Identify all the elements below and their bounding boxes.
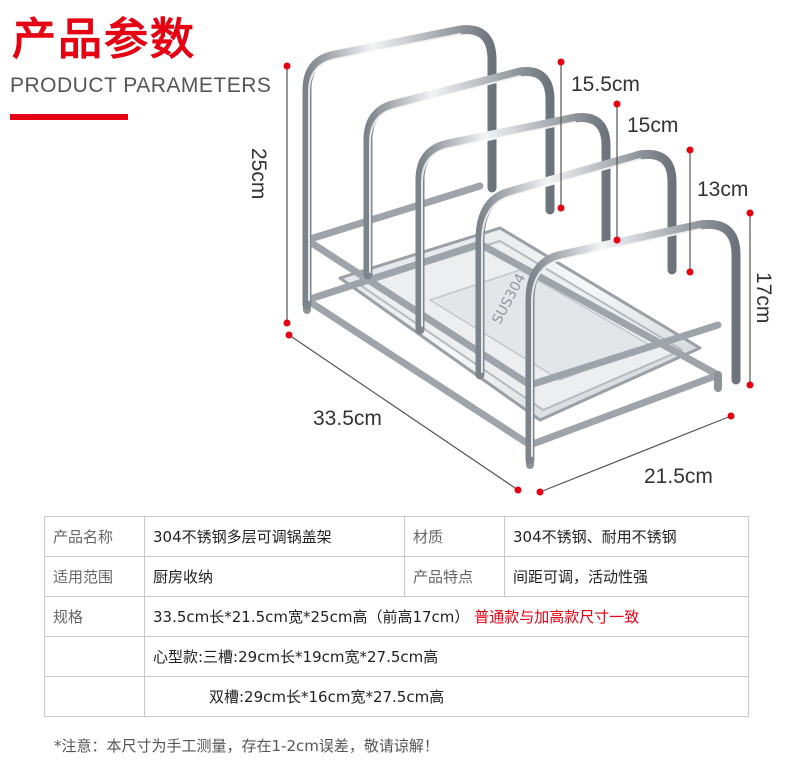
product-name-label: 产品名称 xyxy=(44,516,145,557)
double-model-value: 双槽:29cm长*16cm宽*27.5cm高 xyxy=(144,676,749,717)
feature-label: 产品特点 xyxy=(404,556,505,597)
dim-length: 33.5cm xyxy=(313,407,382,430)
title-underline xyxy=(10,114,128,120)
base-frame xyxy=(303,182,722,449)
size-note: 普通款与加高款尺寸一致 xyxy=(474,608,640,626)
page-subtitle: PRODUCT PARAMETERS xyxy=(10,74,272,97)
table-row: 规格 33.5cm长*21.5cm宽*25cm高（前高17cm） 普通款与加高款… xyxy=(44,596,749,637)
material-label: 材质 xyxy=(404,516,505,557)
heart-model-value: 心型款:三槽:29cm长*19cm宽*27.5cm高 xyxy=(144,636,749,677)
empty-cell xyxy=(44,676,145,717)
dim-divider-1: 15.5cm xyxy=(571,73,640,96)
dim-divider-2: 15cm xyxy=(627,114,678,137)
usage-label: 适用范围 xyxy=(44,556,145,597)
usage-value: 厨房收纳 xyxy=(144,556,405,597)
feature-value: 间距可调，活动性强 xyxy=(504,556,749,597)
rack-illustration: SUS304 xyxy=(302,25,741,469)
dimension-lines: 25cm 17cm 33.5cm 21.5cm 15.5cm 15cm 13cm xyxy=(247,58,775,496)
table-row: 双槽:29cm长*16cm宽*27.5cm高 xyxy=(44,676,749,717)
size-value: 33.5cm长*21.5cm宽*25cm高（前高17cm） xyxy=(153,608,470,626)
table-row: 适用范围 厨房收纳 产品特点 间距可调，活动性强 xyxy=(44,556,749,597)
product-name-value: 304不锈钢多层可调锅盖架 xyxy=(144,516,405,557)
spec-table: 产品名称 304不锈钢多层可调锅盖架 材质 304不锈钢、耐用不锈钢 适用范围 … xyxy=(44,516,749,717)
size-label: 规格 xyxy=(44,596,145,637)
disclaimer-note: *注意：本尺寸为手工测量，存在1-2cm误差，敬请谅解！ xyxy=(54,737,439,755)
table-row: 心型款:三槽:29cm长*19cm宽*27.5cm高 xyxy=(44,636,749,677)
page-title: 产品参数 xyxy=(12,14,196,65)
product-figure: SUS304 xyxy=(247,25,775,496)
dim-height-total: 25cm xyxy=(247,148,270,199)
dim-height-front: 17cm xyxy=(752,272,775,323)
dim-divider-3: 13cm xyxy=(697,178,748,201)
size-cell: 33.5cm长*21.5cm宽*25cm高（前高17cm） 普通款与加高款尺寸一… xyxy=(144,596,749,637)
divider-frames xyxy=(302,25,741,465)
table-row: 产品名称 304不锈钢多层可调锅盖架 材质 304不锈钢、耐用不锈钢 xyxy=(44,516,749,557)
empty-cell xyxy=(44,636,145,677)
dim-width: 21.5cm xyxy=(644,465,713,488)
drip-tray: SUS304 xyxy=(338,226,702,422)
material-value: 304不锈钢、耐用不锈钢 xyxy=(504,516,749,557)
